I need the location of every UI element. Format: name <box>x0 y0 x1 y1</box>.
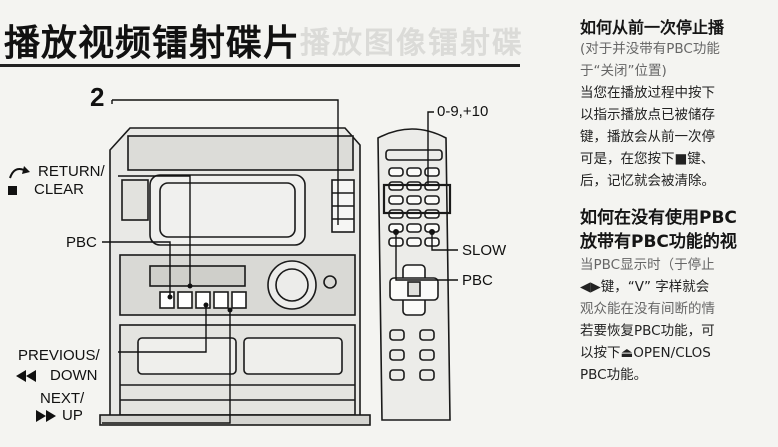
section-heading-pbc: 如何在没有使用PBC <box>580 208 737 228</box>
callout-digits: 0-9,+10 <box>437 103 489 120</box>
section2-line: 当PBC显示时（于停止 <box>580 257 715 273</box>
section1-line: 当您在播放过程中按下 <box>580 85 715 101</box>
section1-line: (对于并没带有PBC功能 <box>580 41 720 57</box>
title-underline <box>0 64 520 67</box>
callout-previous: PREVIOUS/ <box>18 347 100 364</box>
instruction-text-column: 如何从前一次停止播 (对于并没带有PBC功能 于“关闭”位置) 当您在播放过程中… <box>580 10 778 447</box>
callout-lines <box>102 99 458 424</box>
section-heading-pbc-line2: 放带有PBC功能的视 <box>580 232 737 252</box>
section1-line: 以指示播放点已被储存 <box>580 107 715 123</box>
section1-line: 于“关闭”位置) <box>580 63 667 79</box>
callout-up: UP <box>62 407 83 424</box>
callout-pbc-remote: PBC <box>462 272 493 289</box>
callout-slow: SLOW <box>462 242 507 259</box>
callout-pbc-unit: PBC <box>66 234 97 251</box>
section1-line: 键，播放会从前一次停 <box>580 129 715 145</box>
fast-forward-icon <box>36 410 46 422</box>
section1-line: 后，记忆就会被清除。 <box>580 173 715 189</box>
return-arrow-icon <box>9 168 25 179</box>
page-title: 播放视频镭射碟片 <box>4 23 301 64</box>
section1-line: 可是，在您按下■键、 <box>580 151 715 167</box>
rewind-icon <box>16 370 26 382</box>
callout-step-2: 2 <box>90 82 105 112</box>
callout-return: RETURN/ <box>38 163 105 180</box>
faded-background-heading: 播放图像镭射碟 <box>300 26 524 61</box>
section2-line: PBC功能。 <box>580 367 648 383</box>
section-heading-resume: 如何从前一次停止播 <box>580 18 725 37</box>
stop-square-icon <box>8 186 17 195</box>
stereo-unit <box>99 127 371 426</box>
callout-clear: CLEAR <box>34 181 85 198</box>
return-arrowhead <box>22 166 30 174</box>
section2-line: ◀▶键，“V” 字样就会 <box>580 279 710 295</box>
callout-down: DOWN <box>50 367 98 384</box>
callout-next: NEXT/ <box>40 390 85 407</box>
remote-control <box>377 128 452 421</box>
section2-line: 观众能在没有间断的情 <box>580 301 715 317</box>
section2-line: 若要恢复PBC功能，可 <box>580 323 715 339</box>
section2-line: 以按下⏏OPEN/CLOS <box>580 345 711 361</box>
